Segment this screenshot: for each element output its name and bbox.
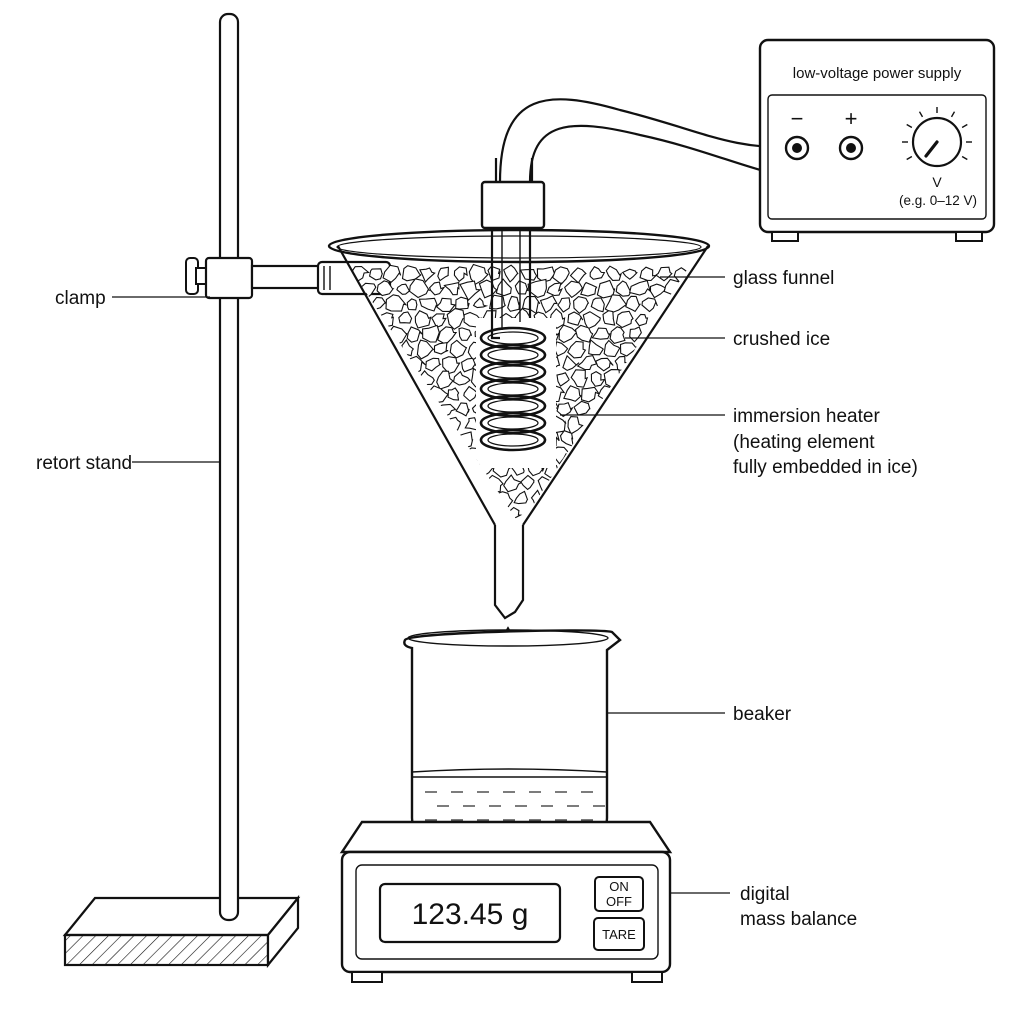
- heater-coil-icon: [479, 180, 547, 452]
- label-immersion-heater-3: fully embedded in ice): [733, 457, 918, 478]
- beaker-icon: [403, 629, 622, 834]
- label-digital-1: digital: [740, 884, 790, 905]
- retort-stand-icon: [62, 12, 301, 969]
- positive-terminal[interactable]: [838, 135, 864, 161]
- label-immersion-heater-1: immersion heater: [733, 406, 880, 427]
- power-supply-title: low-voltage power supply: [793, 65, 962, 82]
- balance-icon: 123.45 g ON OFF TARE: [339, 820, 673, 983]
- power-supply-icon: low-voltage power supply − + V (e.g. 0–1…: [758, 38, 996, 242]
- tare-button[interactable]: TARE: [593, 917, 645, 951]
- crushed-ice: [352, 263, 691, 521]
- label-beaker: beaker: [733, 704, 792, 725]
- label-immersion-heater-2: (heating element: [733, 432, 875, 453]
- mass-reading: 123.45 g: [412, 898, 529, 931]
- svg-text:OFF: OFF: [606, 894, 632, 909]
- voltage-symbol: V: [932, 174, 942, 190]
- voltage-knob[interactable]: [902, 107, 972, 168]
- labels: clamp retort stand glass funnel crushed …: [36, 268, 918, 930]
- label-digital-2: mass balance: [740, 909, 857, 930]
- svg-text:ON: ON: [609, 879, 629, 894]
- label-glass-funnel: glass funnel: [733, 268, 834, 289]
- label-clamp: clamp: [55, 288, 106, 309]
- negative-symbol: −: [791, 106, 804, 131]
- label-crushed-ice: crushed ice: [733, 329, 830, 350]
- funnel-icon: [327, 228, 711, 620]
- voltage-range: (e.g. 0–12 V): [899, 193, 977, 208]
- svg-text:TARE: TARE: [602, 927, 636, 942]
- negative-terminal[interactable]: [784, 135, 810, 161]
- positive-symbol: +: [845, 106, 858, 131]
- label-retort-stand: retort stand: [36, 453, 132, 474]
- on-off-button[interactable]: ON OFF: [594, 876, 644, 912]
- mass-display: [378, 882, 562, 944]
